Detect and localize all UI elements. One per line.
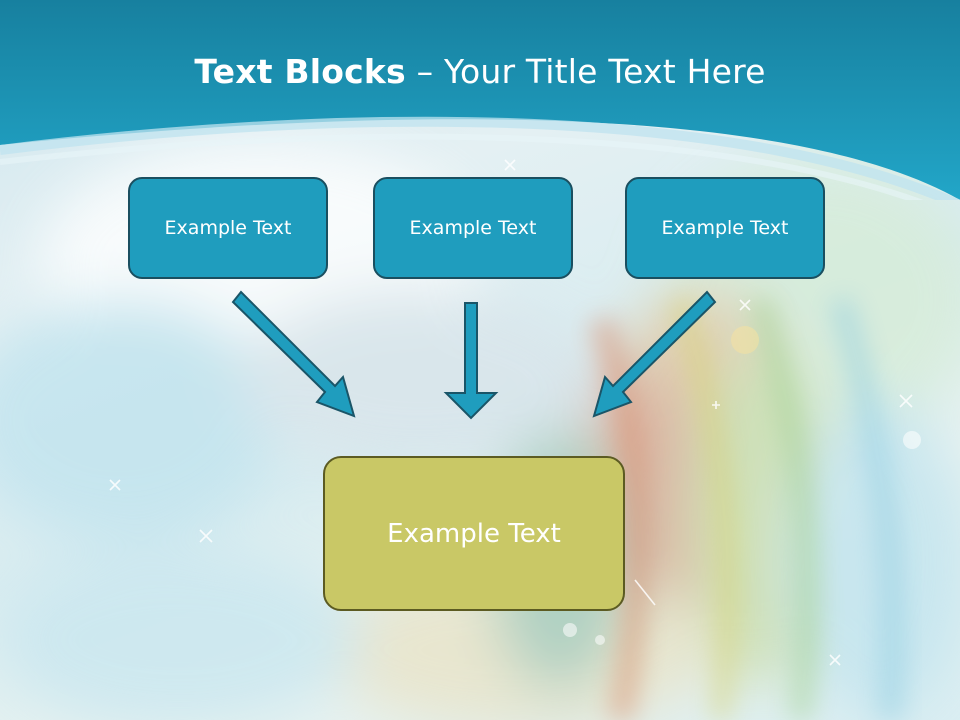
header-band — [0, 0, 960, 200]
title-rest: – Your Title Text Here — [416, 52, 766, 91]
slide-title: Text Blocks – Your Title Text Here — [0, 52, 960, 91]
text-block-3-label: Example Text — [661, 217, 789, 239]
title-bold: Text Blocks — [194, 52, 406, 91]
text-block-3[interactable]: Example Text — [625, 177, 825, 279]
result-block[interactable]: Example Text — [323, 456, 625, 611]
text-block-2[interactable]: Example Text — [373, 177, 573, 279]
arrow-center — [443, 302, 499, 420]
text-block-1[interactable]: Example Text — [128, 177, 328, 279]
arrow-left — [231, 290, 356, 418]
result-block-label: Example Text — [387, 518, 561, 549]
text-block-1-label: Example Text — [164, 217, 292, 239]
text-block-2-label: Example Text — [409, 217, 537, 239]
arrow-right — [592, 290, 717, 418]
